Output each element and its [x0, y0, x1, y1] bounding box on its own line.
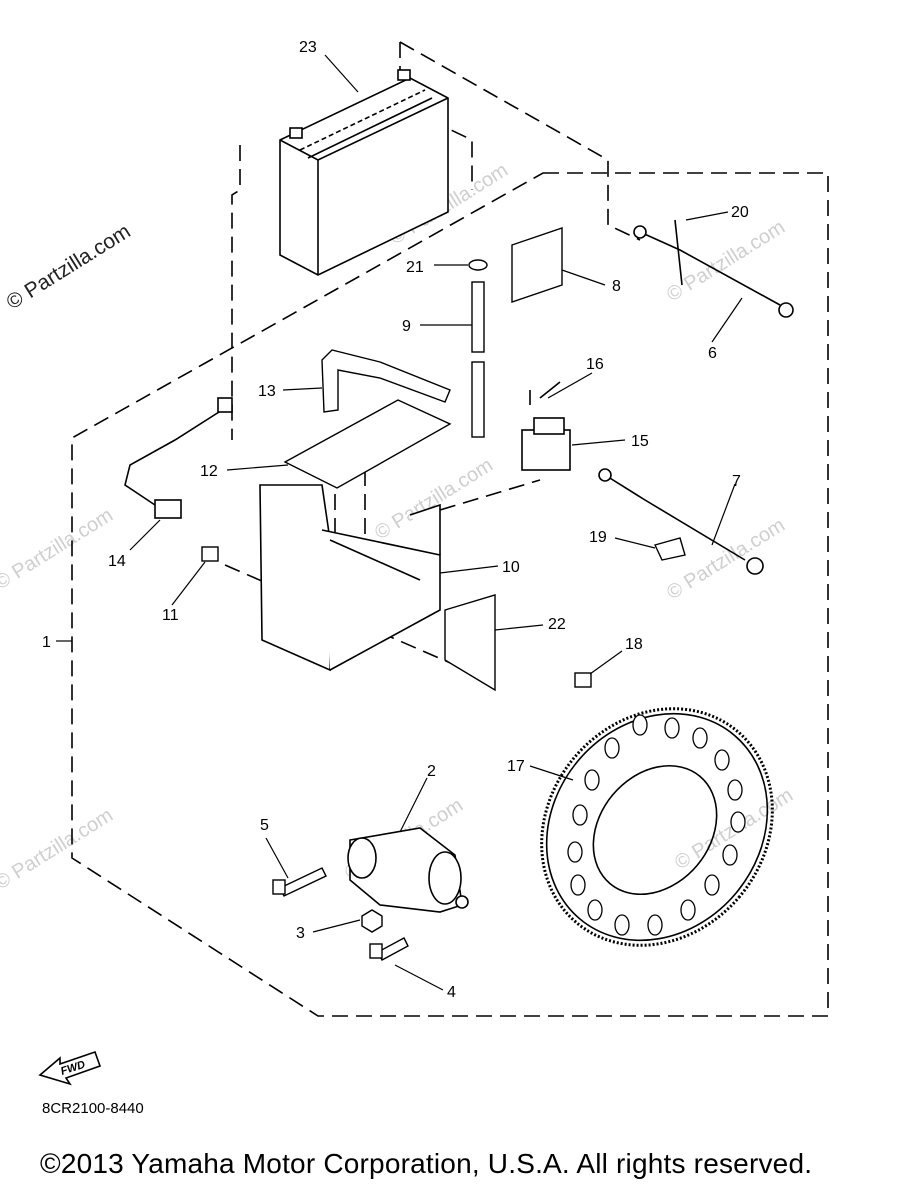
battery	[279, 69, 449, 276]
fwd-arrow-icon: FWD	[38, 1050, 102, 1086]
callout-15: 15	[631, 433, 649, 450]
copyright-notice: ©2013 Yamaha Motor Corporation, U.S.A. A…	[40, 1148, 813, 1179]
callout-20: 20	[731, 204, 749, 221]
starter-motor	[347, 827, 469, 913]
cable-clip	[654, 537, 686, 561]
callout-1: 1	[42, 634, 51, 651]
callout-8: 8	[612, 278, 621, 295]
callout-17: 17	[507, 758, 525, 775]
callouts: 23 20 21 8 9 6 13 16 15 12 7 19 14 10 11…	[42, 39, 749, 1001]
callout-3: 3	[296, 925, 305, 942]
callout-6: 6	[708, 345, 717, 362]
starter-relay	[521, 381, 571, 471]
callout-13: 13	[258, 383, 276, 400]
leader-lines	[56, 54, 743, 991]
callout-21: 21	[406, 259, 424, 276]
sensor-lead	[124, 397, 233, 519]
battery-band	[321, 349, 451, 413]
watermark-faint: © Partzilla.com	[0, 504, 117, 594]
battery-left-dash	[231, 145, 241, 440]
watermark-faint: © Partzilla.com	[663, 216, 789, 306]
callout-12: 12	[200, 463, 218, 480]
watermark-faint: © Partzilla.com	[0, 804, 117, 894]
watermark-faint: © Partzilla.com	[663, 514, 789, 604]
battery-box	[259, 484, 441, 672]
watermark-main: © Partzilla.com	[2, 220, 134, 314]
callout-14: 14	[108, 553, 126, 570]
callout-16: 16	[586, 356, 604, 373]
callout-18: 18	[625, 636, 643, 653]
protector-plate	[444, 594, 496, 692]
battery-cover-sheet	[283, 399, 452, 489]
callout-4: 4	[447, 984, 456, 1001]
callout-5: 5	[260, 817, 269, 834]
callout-19: 19	[589, 529, 607, 546]
assembly-boundary	[71, 172, 829, 1017]
callout-23: 23	[299, 39, 317, 56]
callout-2: 2	[427, 763, 436, 780]
faint-watermarks: © Partzilla.com © Partzilla.com © Partzi…	[0, 159, 797, 894]
callout-11: 11	[162, 607, 179, 624]
bolts	[201, 546, 592, 961]
battery-pad	[511, 227, 563, 303]
callout-22: 22	[548, 616, 566, 633]
callout-7: 7	[732, 473, 741, 490]
callout-10: 10	[502, 559, 520, 576]
battery-cables	[598, 219, 794, 575]
part-code: 8CR2100-8440	[42, 1100, 144, 1117]
breather-hose	[468, 259, 488, 438]
ring-gear	[540, 707, 774, 947]
callout-9: 9	[402, 318, 411, 335]
